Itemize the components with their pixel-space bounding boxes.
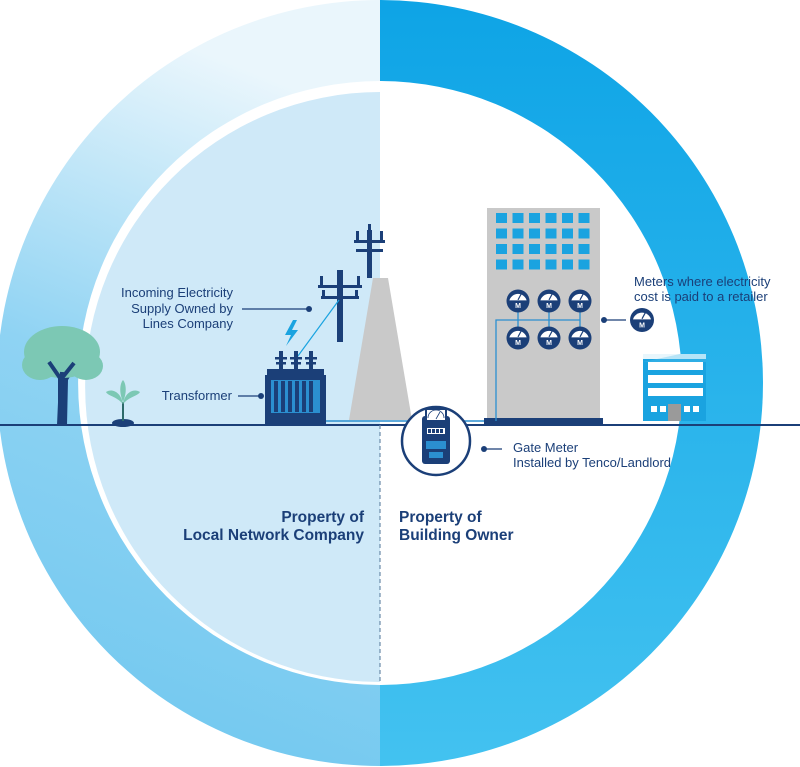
building-meters: M M M M M M: [506, 289, 592, 350]
meter-icon: M: [630, 308, 654, 332]
building-window: [578, 213, 590, 223]
building-window: [578, 244, 590, 254]
meter-letter: M: [577, 303, 583, 310]
building-window: [578, 259, 590, 270]
meter-icon: M: [506, 326, 530, 350]
incoming-supply-label-line3: Lines Company: [143, 316, 234, 331]
left-half-disk: [85, 92, 380, 682]
building-window: [562, 213, 573, 223]
building-window: [496, 259, 507, 270]
building-window: [545, 228, 557, 239]
transformer-icon: [265, 351, 326, 425]
meter-letter: M: [515, 303, 521, 310]
meter-icon: M: [568, 326, 592, 350]
building-window: [512, 259, 524, 270]
incoming-supply-label-line2: Supply Owned by: [131, 301, 233, 316]
outer-ring: [0, 0, 763, 766]
meters-pointer-dot: [601, 317, 607, 323]
incoming-supply-label-line1: Incoming Electricity: [121, 285, 233, 300]
meter-icon: M: [537, 326, 561, 350]
right-property-title-line1: Property of: [399, 509, 483, 526]
office-building-icon: [484, 208, 603, 424]
building-window: [496, 228, 507, 239]
building-window: [562, 244, 573, 254]
transformer-label: Transformer: [162, 388, 233, 403]
supply-line: [294, 299, 340, 361]
outer-ring-right-half: [380, 0, 763, 766]
incoming-pointer-dot: [306, 306, 312, 312]
gate-meter-icon: [400, 405, 472, 477]
building-window: [496, 213, 507, 223]
meter-icon: M: [506, 289, 530, 313]
building-window: [545, 259, 557, 270]
supply-path-shape: [349, 278, 412, 420]
tree-icon: [22, 326, 103, 425]
building-windows: [496, 213, 590, 270]
sprout-icon: [106, 380, 140, 427]
building-window: [578, 228, 590, 239]
meters-label-line2: cost is paid to a retailer: [634, 289, 768, 304]
meter-letter: M: [577, 340, 583, 347]
building-window: [545, 244, 557, 254]
left-property-title-line2: Local Network Company: [183, 527, 364, 544]
meters-label-line1: Meters where electricity: [634, 274, 771, 289]
left-property-title-line1: Property of: [281, 509, 365, 526]
building-window: [529, 259, 540, 270]
lightning-icon: [285, 320, 298, 346]
meter-letter: M: [546, 340, 552, 347]
building-window: [562, 228, 573, 239]
building-window: [512, 228, 524, 239]
power-pole-icon: [354, 224, 385, 278]
meter-letter: M: [639, 322, 645, 329]
meter-letter: M: [546, 303, 552, 310]
building-window: [512, 244, 524, 254]
building-window: [529, 244, 540, 254]
building-window: [496, 244, 507, 254]
meter-letter: M: [515, 340, 521, 347]
meter-icon: M: [630, 308, 654, 332]
building-window: [529, 213, 540, 223]
gate-meter-label-line2: Installed by Tenco/Landlord: [513, 455, 671, 470]
transformer-pointer-dot: [258, 393, 264, 399]
building-window: [512, 213, 524, 223]
small-building-icon: [643, 354, 706, 421]
power-pole-icon: [318, 270, 362, 342]
building-window: [562, 259, 573, 270]
right-property-title-line2: Building Owner: [399, 527, 514, 544]
building-window: [545, 213, 557, 223]
meter-icon: M: [537, 289, 561, 313]
building-window: [529, 228, 540, 239]
outer-ring-left-half: [0, 0, 380, 766]
meter-icon: M: [568, 289, 592, 313]
gate-meter-label-line1: Gate Meter: [513, 440, 579, 455]
